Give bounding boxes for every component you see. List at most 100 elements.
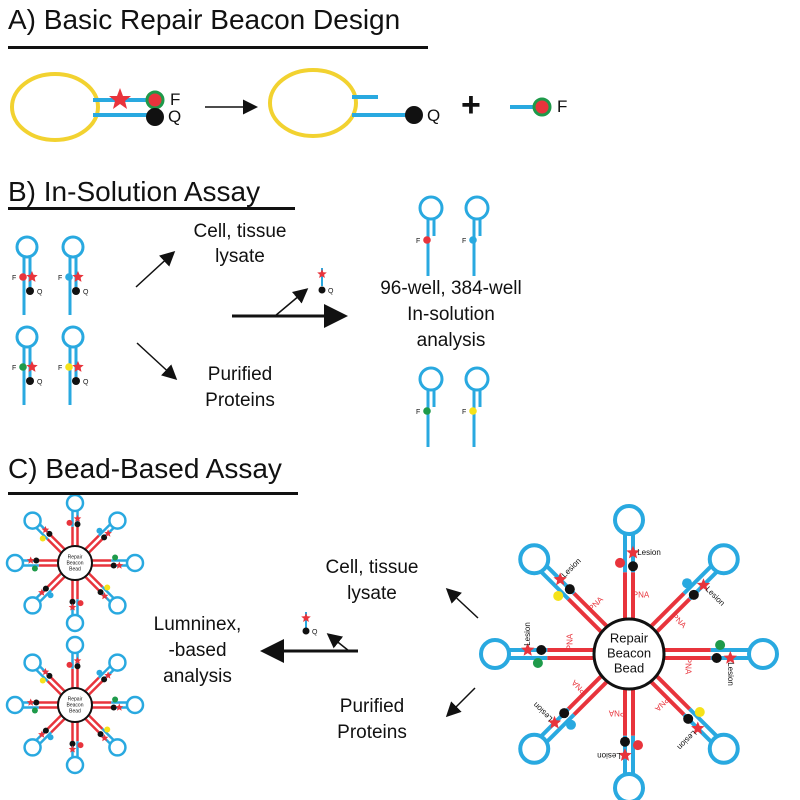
bead-arm xyxy=(23,572,66,615)
label-q: Q xyxy=(83,379,89,386)
lesion-star xyxy=(115,703,124,711)
beacon-strand xyxy=(545,713,576,744)
quencher-dot xyxy=(26,287,34,295)
heading-section-a: A) Basic Repair Beacon Design xyxy=(8,4,401,35)
beacon-loop xyxy=(707,543,740,576)
quencher-dot xyxy=(146,108,164,126)
fluorophore-dot xyxy=(145,90,165,110)
lesion-star xyxy=(68,603,77,611)
beacon-strand xyxy=(688,707,719,738)
bead-arm xyxy=(84,511,127,554)
label-wells-line3: analysis xyxy=(416,330,486,351)
lesion-star xyxy=(115,561,124,569)
lesion-star xyxy=(553,572,567,586)
section-a-diagram xyxy=(10,68,552,142)
bead-arm xyxy=(65,635,85,688)
label-cell-lysate-line2: lysate xyxy=(347,583,397,604)
hairpin-loop xyxy=(15,235,39,259)
hairpin-loop xyxy=(418,195,444,221)
beacon-strand xyxy=(35,669,49,683)
label-cell-lysate-line1: Cell, tissue xyxy=(193,221,287,242)
hairpin-beacon: FQ xyxy=(58,235,89,315)
label-lesion: Lesion xyxy=(675,729,698,752)
label-lesion: Lesion xyxy=(704,585,727,608)
fluorophore-dot xyxy=(66,661,73,668)
pna-linker xyxy=(566,597,603,634)
quencher-dot xyxy=(74,663,81,670)
pna-linker xyxy=(649,591,686,628)
lesion-star xyxy=(696,578,711,591)
heading-section-b: B) In-Solution Assay xyxy=(8,176,261,207)
cleaved-hairpin: F xyxy=(462,366,490,447)
bead-core xyxy=(57,687,93,723)
section-c-arrows xyxy=(260,587,479,718)
beacon-strand xyxy=(39,731,53,745)
pna-linker xyxy=(46,572,63,588)
beacon-loop xyxy=(707,732,740,765)
pna-linker xyxy=(84,717,100,734)
fluorophore-dot xyxy=(31,565,38,572)
quencher-dot xyxy=(26,377,34,385)
pna-linker xyxy=(566,674,603,711)
lesion-star xyxy=(41,525,50,534)
lesion-star xyxy=(626,545,640,559)
arrow-to-lysate xyxy=(445,587,479,619)
fluorophore-dot xyxy=(104,726,111,733)
fluorophore-dot xyxy=(65,273,73,281)
released-quencher-fragment: Q xyxy=(317,268,334,295)
label-q: Q xyxy=(168,107,182,126)
beacon-loop xyxy=(65,635,85,655)
label-cell-lysate-line2: lysate xyxy=(215,246,265,267)
heading-underline xyxy=(8,207,295,210)
bead-arm xyxy=(92,695,145,715)
pna-linker xyxy=(50,717,66,734)
pna-linker xyxy=(87,680,104,696)
beacon-loop xyxy=(518,732,551,765)
fluorophore-dot xyxy=(39,677,46,684)
quencher-dot xyxy=(688,589,699,600)
lesion-star xyxy=(73,656,82,664)
beacon-strand xyxy=(101,585,115,599)
label-lesion: Lesion xyxy=(726,662,735,686)
hairpin-beacon: FQ xyxy=(12,235,43,315)
beacon-loop xyxy=(518,543,551,576)
quencher-dot xyxy=(110,562,117,569)
pna-linker xyxy=(655,674,692,711)
quencher-dot xyxy=(42,585,49,592)
fluorophore-dot xyxy=(615,557,625,568)
pna-linker xyxy=(87,538,104,554)
fluorophore-dot xyxy=(532,97,552,117)
intact-beacon xyxy=(10,72,165,142)
quencher-dot xyxy=(97,731,104,738)
label-purified-line2: Proteins xyxy=(337,722,407,743)
released-fluorophore-fragment xyxy=(510,97,552,117)
label-f: F xyxy=(12,365,16,372)
label-q: Q xyxy=(83,289,89,296)
beacon-loop xyxy=(108,738,127,757)
beacon-strand xyxy=(682,564,713,595)
bead-arm xyxy=(84,714,127,757)
label-lesion: Lesion xyxy=(597,751,621,760)
label-pna: PNA xyxy=(569,678,587,696)
beacon-loop xyxy=(747,638,779,670)
pna-linker xyxy=(87,714,104,730)
label-purified-line1: Purified xyxy=(339,696,405,717)
label-pna: PNA xyxy=(566,633,575,650)
lesion-star xyxy=(100,734,109,742)
lesion-star xyxy=(26,361,38,372)
hairpin-beacon: FQ xyxy=(58,325,89,405)
bead-label: Repair xyxy=(68,696,83,702)
fluorophore-dot xyxy=(715,640,726,650)
lesion-star xyxy=(38,588,46,596)
lesion-star xyxy=(68,745,77,753)
pna-linker xyxy=(649,680,686,717)
bead-arm xyxy=(23,511,66,554)
fluorophore-dot xyxy=(96,669,103,676)
hairpin-loop xyxy=(464,366,490,392)
